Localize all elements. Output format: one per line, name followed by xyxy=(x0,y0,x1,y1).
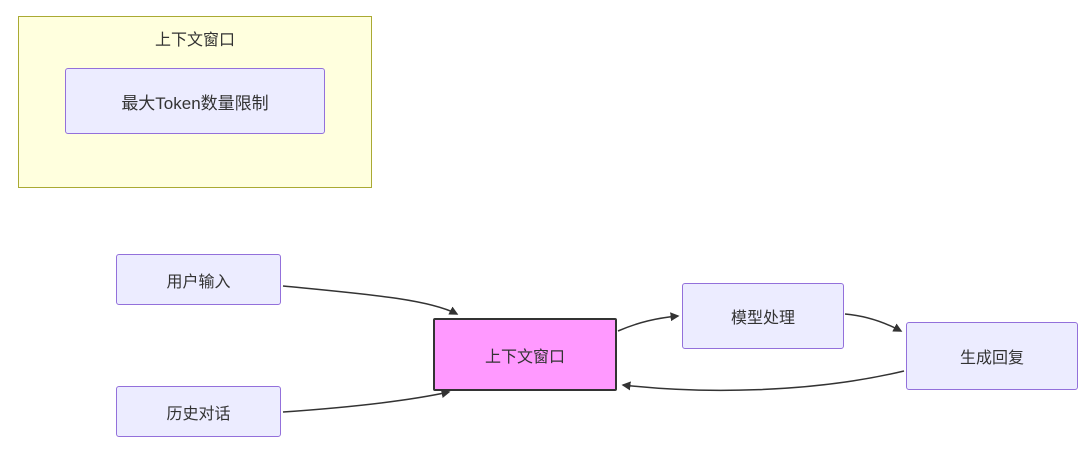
node-context-window-label: 上下文窗口 xyxy=(484,348,565,366)
edge-user-input-to-context xyxy=(282,285,459,315)
node-model-process: 模型处理 xyxy=(682,283,844,349)
node-token-limit-label: 最大Token数量限制 xyxy=(121,93,269,113)
node-model-process-label: 模型处理 xyxy=(730,310,795,327)
edge-model-to-reply xyxy=(844,313,903,332)
edge-history-to-context xyxy=(282,389,451,413)
node-token-limit: 最大Token数量限制 xyxy=(65,68,325,134)
node-history-dialog-label: 历史对话 xyxy=(166,405,231,423)
node-history-dialog: 历史对话 xyxy=(116,386,281,437)
node-generate-reply: 生成回复 xyxy=(906,322,1078,390)
cluster-title: 上下文窗口 xyxy=(154,32,235,49)
node-user-input: 用户输入 xyxy=(116,254,281,305)
node-context-window: 上下文窗口 xyxy=(433,318,617,391)
edge-context-to-model xyxy=(617,312,680,332)
node-generate-reply-label: 生成回复 xyxy=(959,350,1024,367)
edge-reply-to-context xyxy=(621,370,905,392)
node-user-input-label: 用户输入 xyxy=(166,273,231,291)
